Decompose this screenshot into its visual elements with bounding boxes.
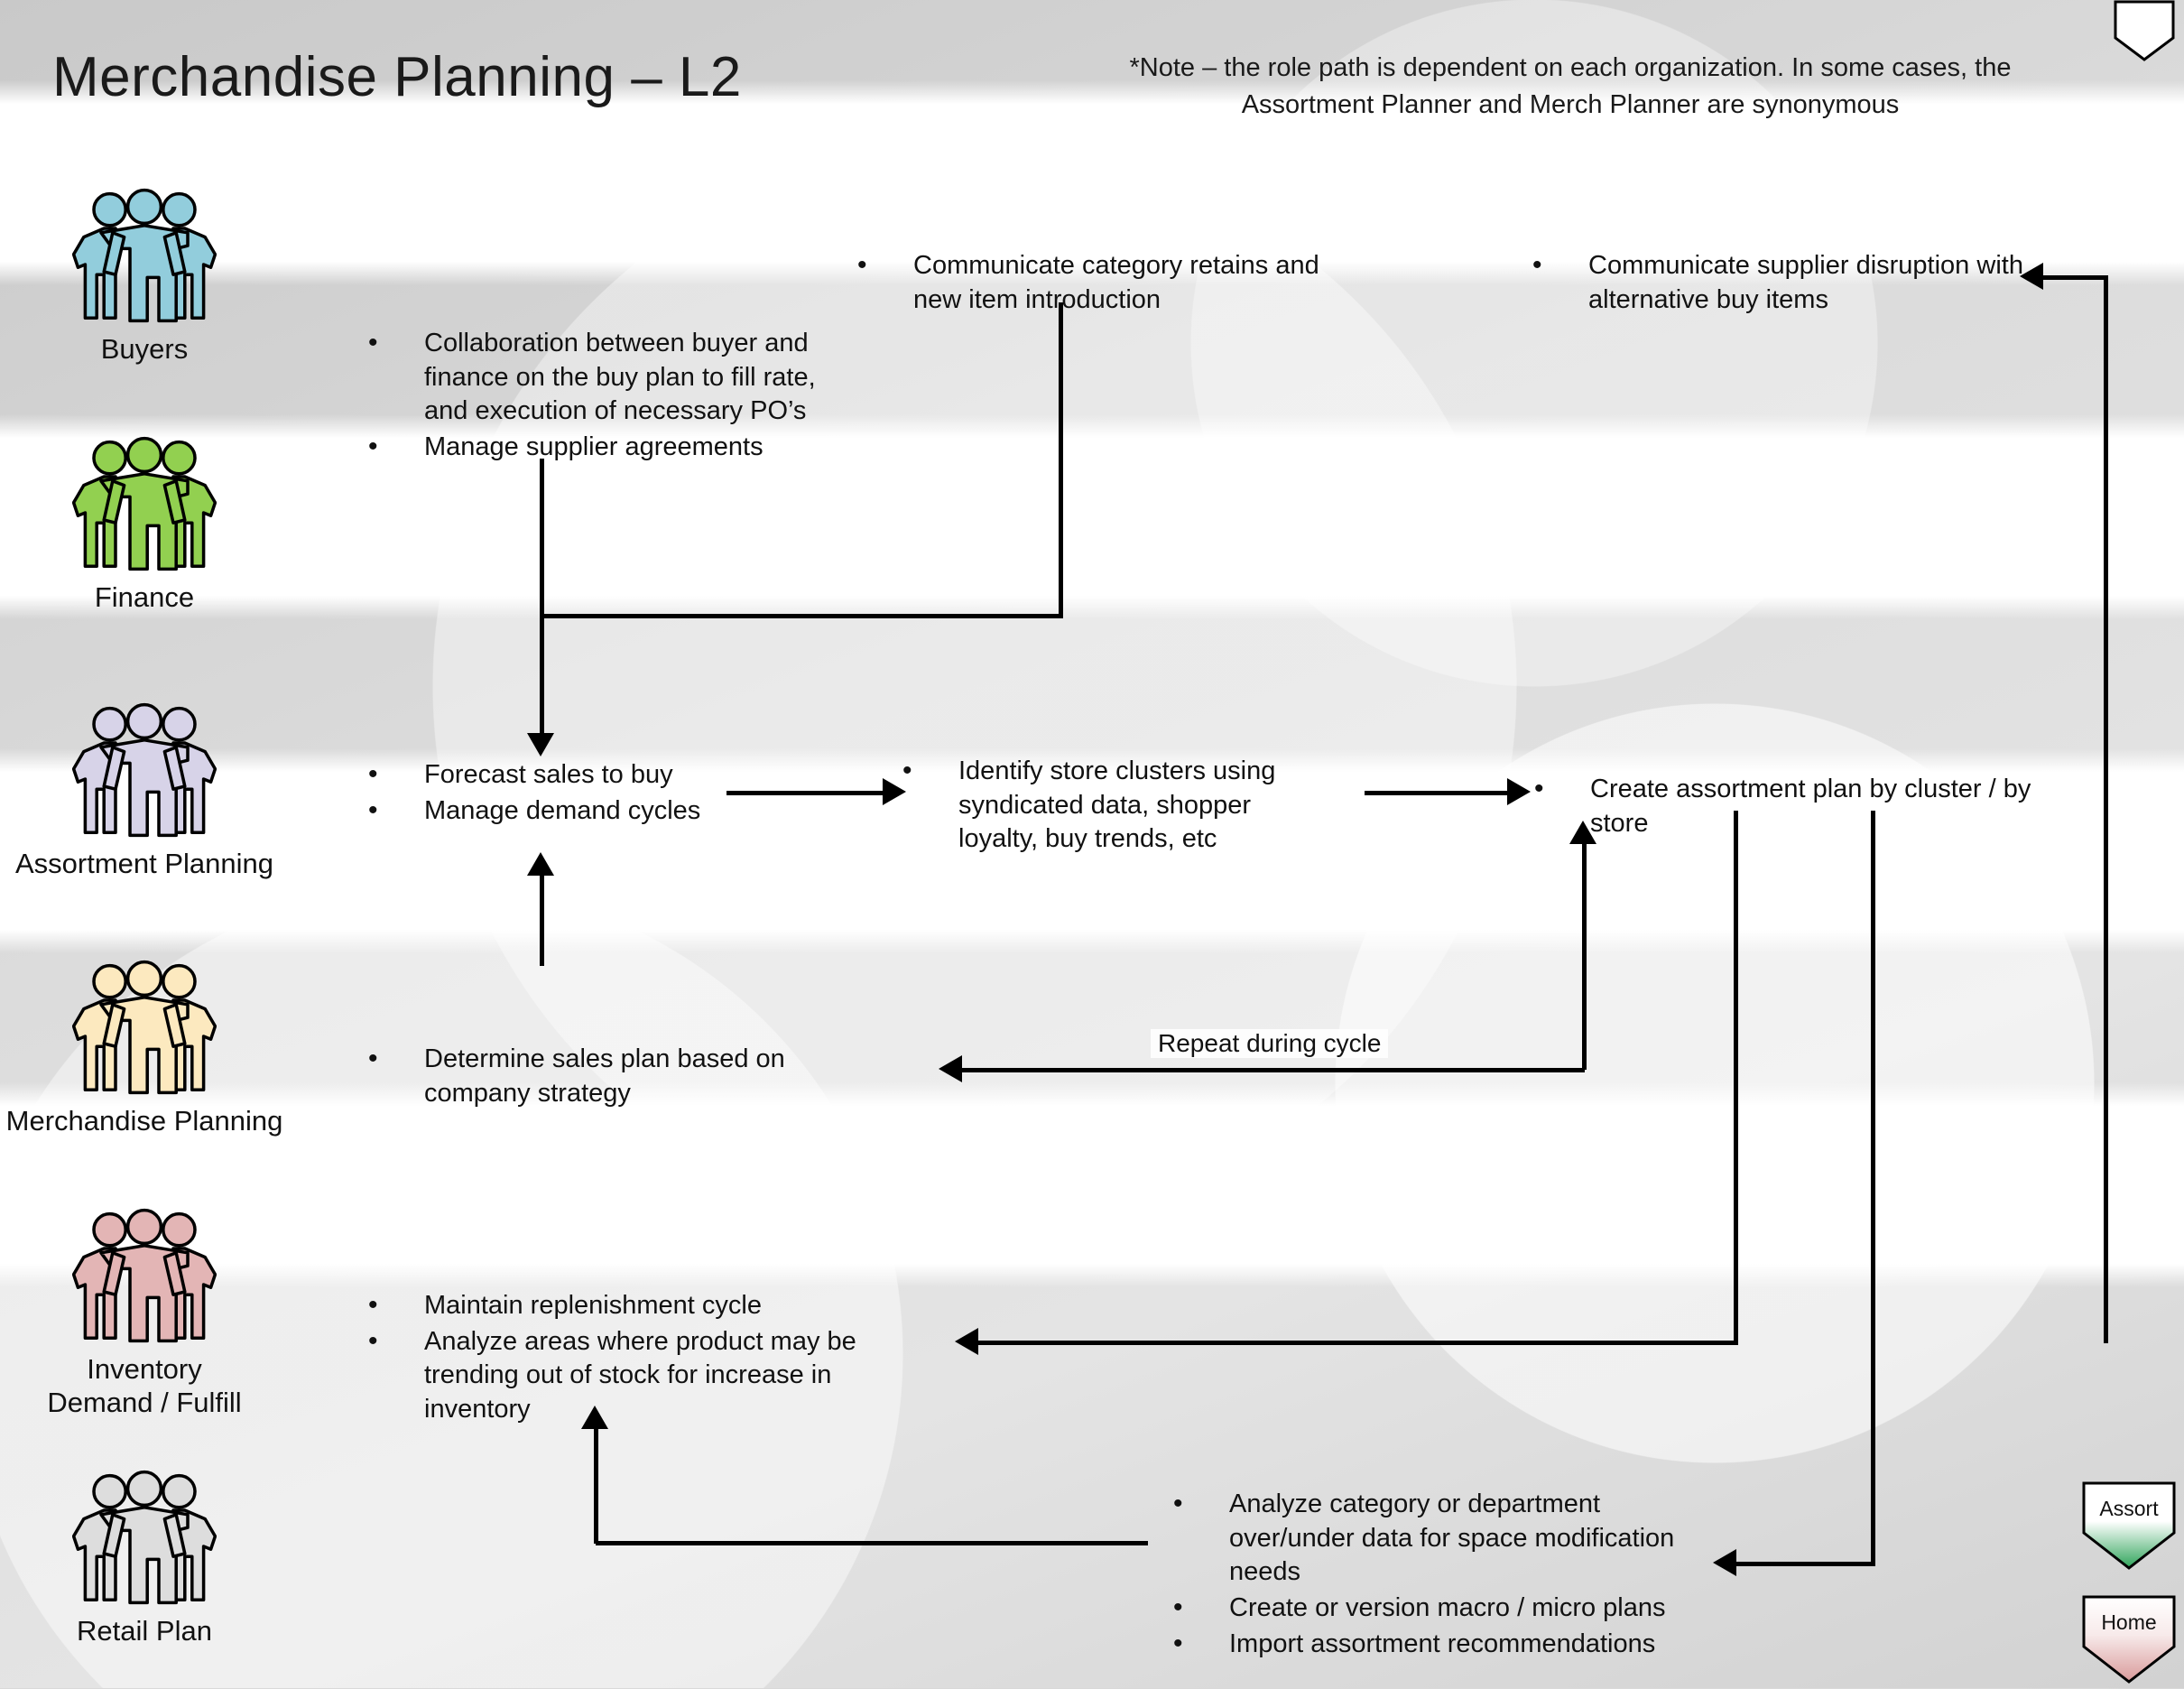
- bullet-item: Identify store clusters using syndicated…: [902, 753, 1327, 857]
- connector-plan-to-inventory-vertical: [1734, 811, 1738, 1343]
- nav-home-button[interactable]: Home: [2080, 1594, 2178, 1684]
- arrowhead-left-repeat-cycle: [939, 1055, 962, 1082]
- connector-category-horizontal: [541, 614, 1063, 618]
- arrowhead-down-to-forecast: [527, 733, 554, 756]
- block-communicate-category: Communicate category retains and new ite…: [857, 247, 1372, 319]
- arrowhead-right-to-create-plan: [1507, 778, 1531, 805]
- people-group-icon: [72, 436, 217, 571]
- page-title: Merchandise Planning – L2: [52, 46, 742, 108]
- connector-plan-to-retail-vertical: [1871, 811, 1875, 1564]
- arrowhead-left-to-inventory: [955, 1328, 978, 1355]
- repeat-cycle-label: Repeat during cycle: [1151, 1029, 1389, 1058]
- role-inventory-demand-fulfill[interactable]: Inventory Demand / Fulfill: [0, 1205, 293, 1419]
- block-communicate-supplier: Communicate supplier disruption with alt…: [1532, 247, 2029, 319]
- bullet-item: Analyze areas where product may be trend…: [368, 1323, 910, 1427]
- connector-inventory-to-buyers-horizontal: [2040, 275, 2108, 280]
- role-assortment-planning[interactable]: Assortment Planning: [0, 700, 293, 881]
- people-group-icon: [72, 188, 217, 323]
- role-label: Buyers: [100, 333, 189, 365]
- connector-repeat-horizontal: [958, 1068, 1585, 1072]
- role-merchandise-planning[interactable]: Merchandise Planning: [0, 957, 293, 1138]
- role-buyers[interactable]: Buyers: [0, 185, 293, 367]
- role-label: Inventory Demand / Fulfill: [47, 1353, 242, 1418]
- nav-home-label: Home: [2101, 1610, 2157, 1634]
- connector-plan-to-inventory-horizontal: [975, 1341, 1738, 1345]
- bullet-item: Analyze category or department over/unde…: [1173, 1486, 1715, 1590]
- swimlane-band-buyers: [0, 80, 2184, 285]
- nav-assort-label: Assort: [2099, 1497, 2159, 1520]
- bullet-item: Communicate supplier disruption with alt…: [1532, 247, 2029, 317]
- bullet-item: Manage supplier agreements: [368, 429, 856, 465]
- bullet-item: Import assortment recommendations: [1173, 1626, 1715, 1662]
- bullet-item: Maintain replenishment cycle: [368, 1287, 910, 1323]
- nav-assort-button[interactable]: Assort: [2080, 1480, 2178, 1571]
- connector-retail-to-inventory-horizontal: [596, 1541, 1148, 1545]
- home-pentagon-icon: [2082, 1595, 2176, 1684]
- role-finance[interactable]: Finance: [0, 433, 293, 615]
- role-retail-plan[interactable]: Retail Plan: [0, 1467, 293, 1648]
- block-identify-clusters: Identify store clusters using syndicated…: [902, 753, 1327, 858]
- connector-retail-to-inventory-vertical: [594, 1425, 598, 1544]
- role-label: Finance: [94, 581, 195, 613]
- bullet-item: Create or version macro / micro plans: [1173, 1590, 1715, 1626]
- connector-plan-to-retail-horizontal: [1733, 1562, 1875, 1566]
- bullet-item: Forecast sales to buy: [368, 756, 729, 793]
- swimlane-band-retail: [0, 1082, 2184, 1287]
- connector-forecast-to-clusters: [726, 791, 884, 795]
- role-label: Merchandise Planning: [5, 1105, 283, 1137]
- bullet-item: Collaboration between buyer and finance …: [368, 325, 856, 429]
- connector-category-vertical: [1059, 302, 1063, 617]
- role-label: Retail Plan: [77, 1615, 212, 1647]
- people-group-icon: [72, 1470, 217, 1605]
- swimlane-band-assortment: [0, 414, 2184, 619]
- block-merch-sales-plan: Determine sales plan based on company st…: [368, 1041, 892, 1112]
- block-create-assortment-plan: Create assortment plan by cluster / by s…: [1534, 771, 2094, 842]
- arrowhead-up-to-forecast: [527, 852, 554, 876]
- block-inventory-main: Maintain replenishment cycle Analyze are…: [368, 1287, 910, 1429]
- people-group-icon: [72, 960, 217, 1095]
- bullet-item: Communicate category retains and new ite…: [857, 247, 1372, 317]
- note-text: *Note – the role path is dependent on ea…: [1129, 53, 2012, 120]
- people-group-icon: [72, 1208, 217, 1343]
- corner-pentagon-icon: [2114, 0, 2175, 61]
- connector-merch-to-forecast: [540, 871, 544, 966]
- connector-inventory-to-buyers-vertical: [2104, 275, 2108, 1343]
- connector-repeat-vertical: [1582, 840, 1587, 1070]
- role-label: Assortment Planning: [14, 848, 274, 879]
- connector-clusters-to-create-plan: [1365, 791, 1509, 795]
- block-buyers-main: Collaboration between buyer and finance …: [368, 325, 856, 467]
- arrowhead-left-to-retail: [1713, 1549, 1736, 1576]
- block-assortment-forecast: Forecast sales to buy Manage demand cycl…: [368, 756, 729, 830]
- assort-pentagon-icon: [2082, 1481, 2176, 1570]
- connector-buyers-to-assortment: [540, 459, 544, 738]
- block-retail-main: Analyze category or department over/unde…: [1173, 1486, 1715, 1663]
- people-group-icon: [72, 702, 217, 838]
- corner-pentagon-nav[interactable]: [2108, 0, 2179, 63]
- bullet-item: Determine sales plan based on company st…: [368, 1041, 892, 1110]
- bullet-item: Create assortment plan by cluster / by s…: [1534, 771, 2094, 840]
- bullet-item: Manage demand cycles: [368, 793, 729, 829]
